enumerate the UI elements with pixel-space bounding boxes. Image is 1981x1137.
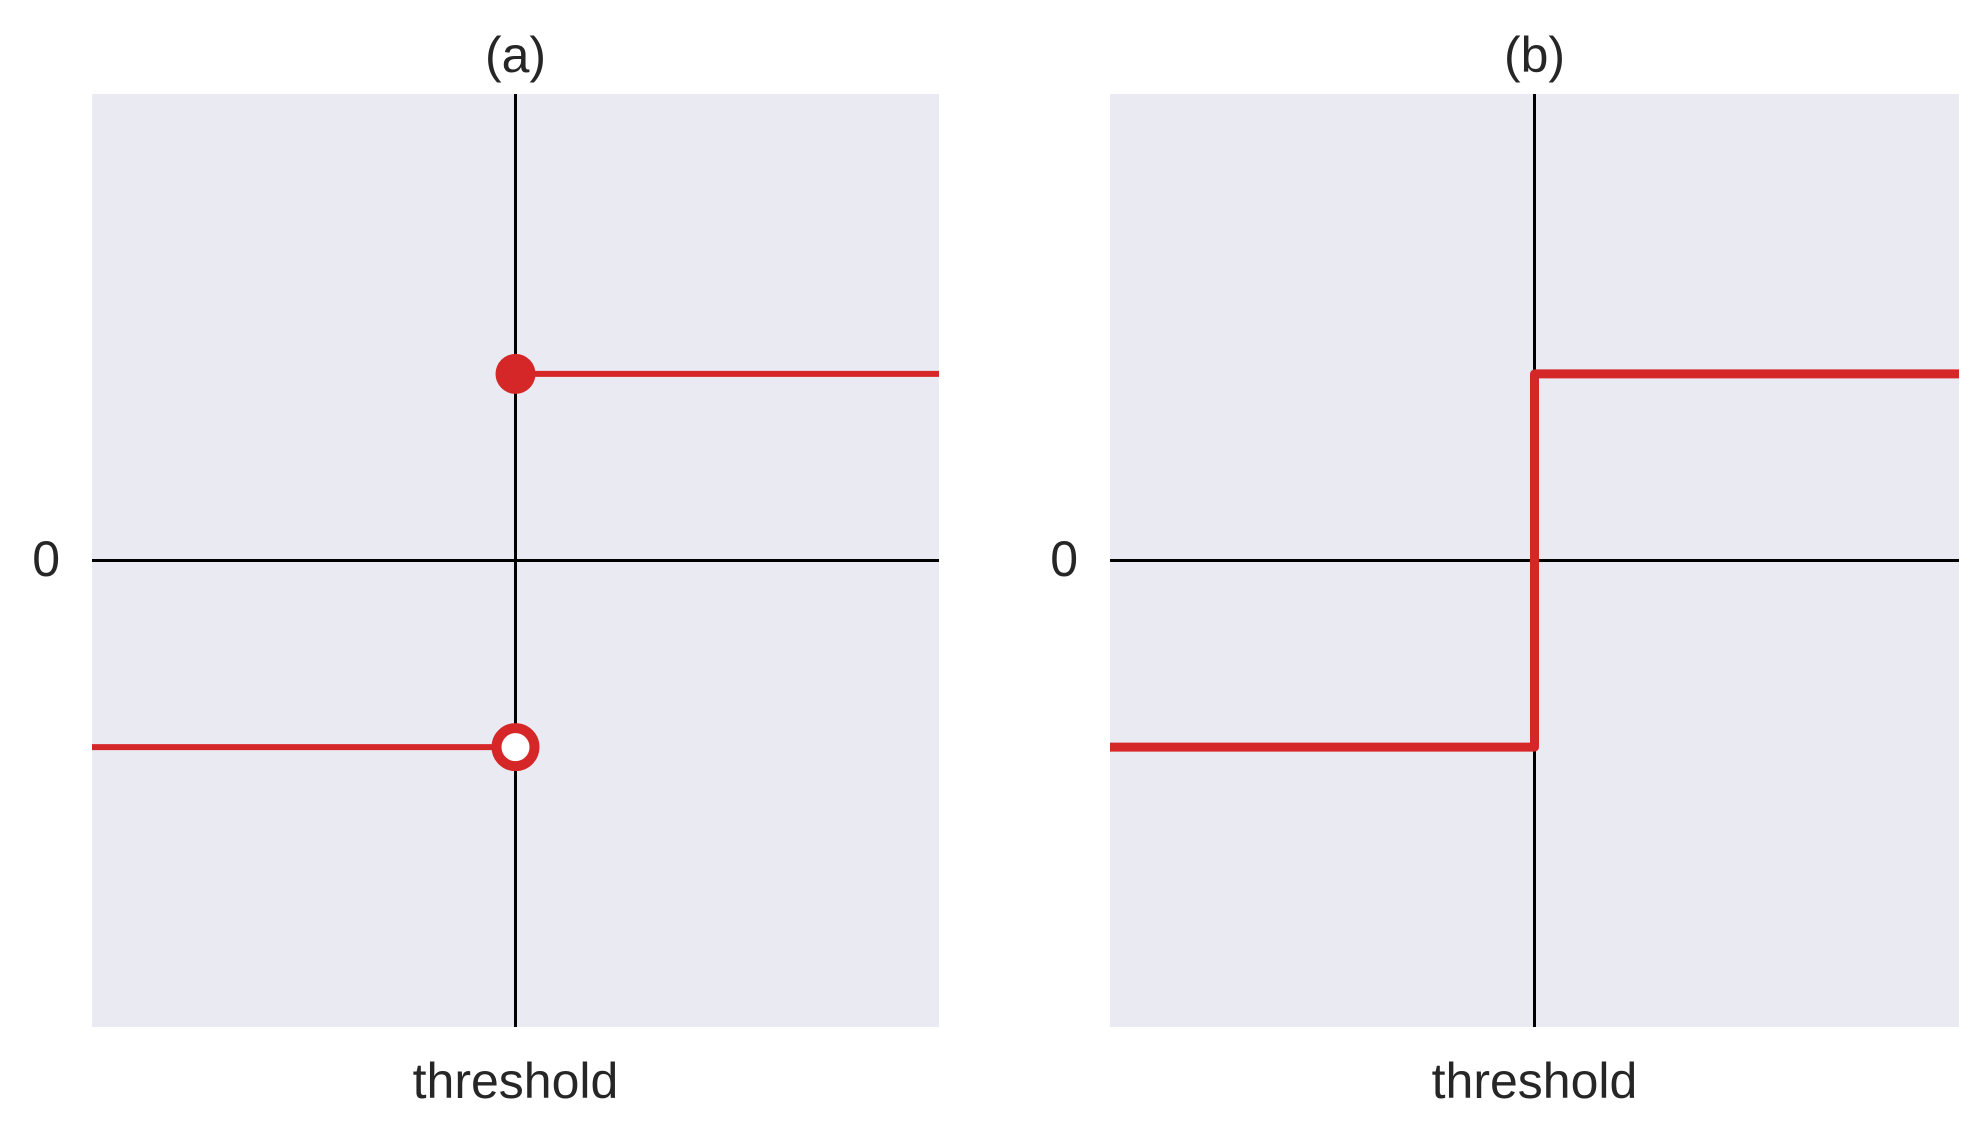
plot-content (1110, 94, 1959, 1027)
data-line (1110, 369, 1959, 752)
y-tick-label: 0 (1050, 531, 1078, 587)
open-marker (491, 723, 540, 772)
plot-content (92, 94, 939, 1027)
chart-title: (b) (1504, 27, 1565, 83)
closed-marker (495, 353, 536, 394)
x-axis-label: threshold (1432, 1053, 1638, 1109)
chart-panel-a: (a) threshold 0 (32, 27, 939, 1109)
chart-panel-b: (b) threshold 0 (1050, 27, 1959, 1109)
chart-title: (a) (485, 27, 546, 83)
x-axis-label: threshold (413, 1053, 619, 1109)
y-tick-label: 0 (32, 531, 60, 587)
